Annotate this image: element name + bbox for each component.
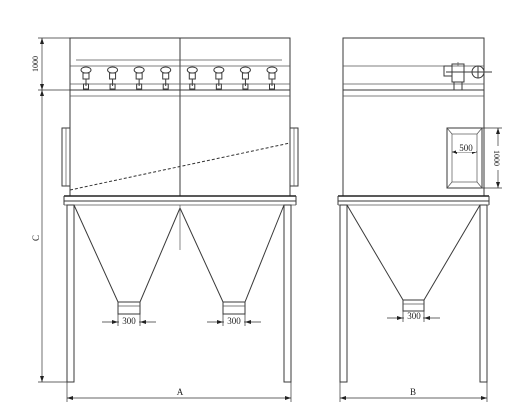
side-left-leg [339,204,348,383]
pulse-valve [239,66,251,90]
pulse-valve [133,66,145,90]
pulse-valve [160,66,172,90]
pulse-valve [186,66,198,90]
dim-width-a: A [177,387,184,397]
outlet-right-dim: 300 [227,316,241,326]
pulse-valve [213,66,225,90]
side-outlet [402,299,425,312]
pulse-valve [107,66,119,90]
pulse-valve [80,66,92,90]
door-width-dim: 500 [459,143,473,153]
outlet-left [117,301,141,315]
pulse-valve-row [80,66,278,90]
front-view: 300 300 1000 C A [31,37,299,402]
dim-total-height: C [31,235,41,241]
dim-top-height: 1000 [31,56,40,72]
side-outlet-dim: 300 [407,311,421,321]
front-right-leg [283,204,292,383]
outlet-right [222,301,246,315]
side-access-door [446,127,483,189]
side-right-leg [479,204,488,383]
side-view: 500 1000 300 B [337,37,502,402]
door-height-dim: 1000 [492,150,501,166]
hopper-left [73,204,181,303]
filter-diagonal-dashed [69,142,291,191]
side-hopper [346,204,481,301]
front-left-leg [66,204,75,383]
outlet-left-dim: 300 [122,316,136,326]
hopper-right [179,204,285,303]
dim-width-b: B [410,387,416,397]
pulse-valve [266,66,278,90]
